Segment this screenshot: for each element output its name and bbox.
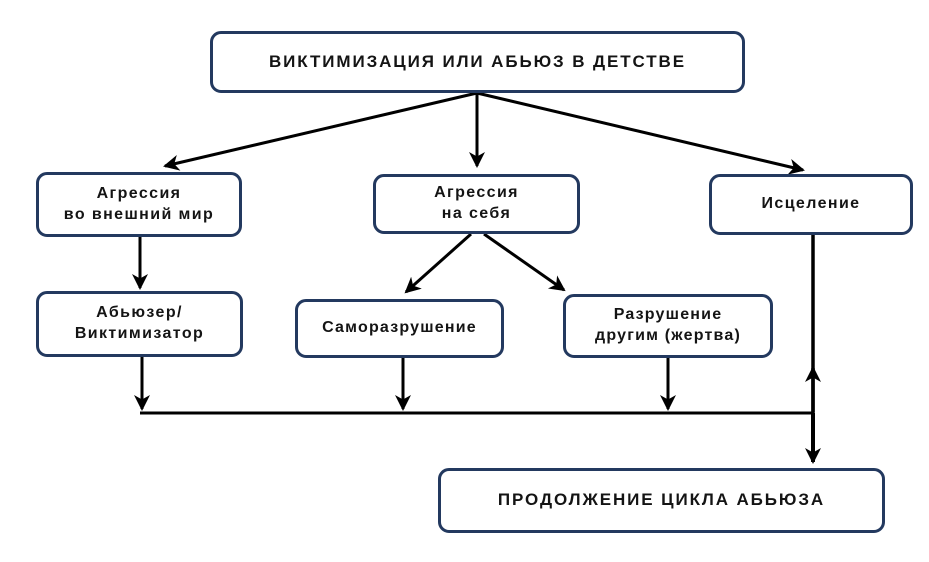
edge-root-to-healing <box>476 91 805 175</box>
edge-root-to-aggression-outward <box>163 91 478 171</box>
node-self-destruction: Саморазрушение <box>295 299 504 358</box>
node-self-destruction-label: Саморазрушение <box>322 319 477 337</box>
node-aggression-self-line1: Агрессия <box>434 184 519 202</box>
edge-aggression-self-to-self-destruction <box>404 232 472 294</box>
node-destruction-by-others-line1: Разрушение <box>613 306 723 324</box>
node-healing: Исцеление <box>709 174 913 235</box>
node-root: ВИКТИМИЗАЦИЯ ИЛИ АБЬЮЗ В ДЕТСТВЕ <box>210 31 745 93</box>
node-destruction-by-others: Разрушение другим (жертва) <box>563 294 773 358</box>
node-abuser: Абьюзер/ Виктимизатор <box>36 291 243 357</box>
node-destruction-by-others-line2: другим (жертва) <box>594 327 741 344</box>
node-aggression-self: Агрессия на себя <box>373 174 580 234</box>
node-aggression-outward-line1: Агрессия <box>96 184 182 202</box>
node-aggression-self-line2: на себя <box>441 205 512 222</box>
node-cycle-continuation-label: ПРОДОЛЖЕНИЕ ЦИКЛА АБЬЮЗА <box>497 490 826 510</box>
node-root-label: ВИКТИМИЗАЦИЯ ИЛИ АБЬЮЗ В ДЕТСТВЕ <box>269 51 686 71</box>
node-healing-label: Исцеление <box>761 195 861 213</box>
edge-aggression-self-to-destruction-by-others <box>483 232 566 292</box>
node-cycle-continuation: ПРОДОЛЖЕНИЕ ЦИКЛА АБЬЮЗА <box>438 468 885 533</box>
node-aggression-outward: Агрессия во внешний мир <box>36 172 242 237</box>
node-aggression-outward-line2: во внешний мир <box>63 205 215 223</box>
node-abuser-line2: Виктимизатор <box>74 325 205 342</box>
node-abuser-line1: Абьюзер/ <box>96 304 183 322</box>
